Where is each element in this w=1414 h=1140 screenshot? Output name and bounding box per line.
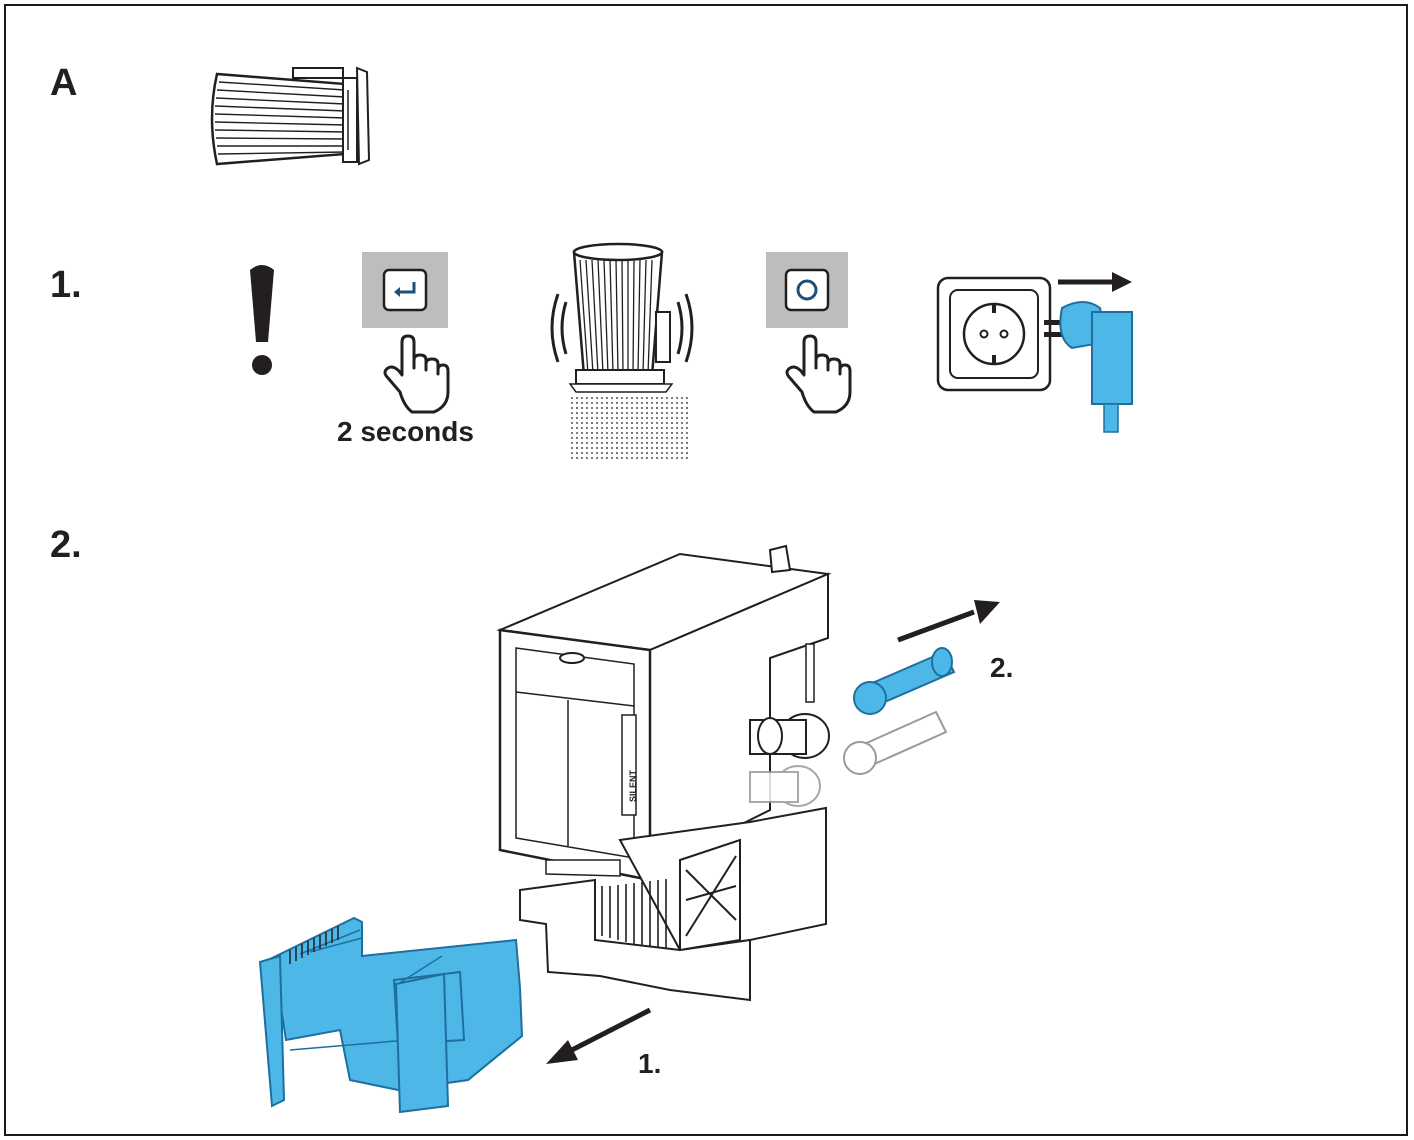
finger-press-icon	[383, 334, 450, 414]
filter-shake-icon	[550, 242, 694, 462]
step-1-label: 1.	[50, 264, 82, 306]
action-1-label: 1.	[638, 1048, 662, 1079]
warning-exclamation-icon	[250, 265, 274, 375]
power-off-button-icon	[766, 252, 848, 328]
section-a-label: A	[50, 62, 78, 104]
duration-text: 2 seconds	[337, 416, 474, 447]
unplug-socket-icon	[936, 272, 1133, 433]
action-2-label: 2.	[990, 652, 1014, 683]
step-2-label: 2.	[50, 524, 82, 566]
brand-text: SILENT	[628, 769, 638, 802]
filter-side-icon	[210, 66, 371, 166]
suction-unit-device: SILENT	[258, 544, 1000, 1114]
enter-button-icon	[362, 252, 448, 328]
diagram-frame	[4, 4, 1408, 1136]
finger-press-icon-2	[785, 334, 852, 414]
